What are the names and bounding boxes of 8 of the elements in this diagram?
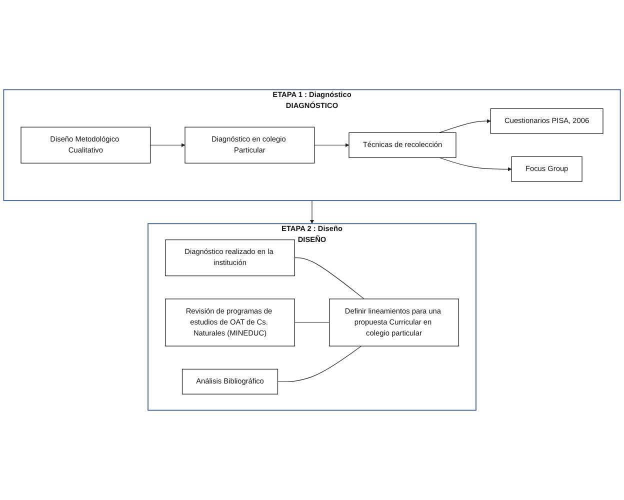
arrow bbox=[310, 200, 314, 224]
arrow bbox=[438, 119, 491, 133]
arrow bbox=[150, 143, 186, 148]
arrow bbox=[314, 143, 350, 148]
connector bbox=[294, 258, 364, 300]
connector bbox=[277, 346, 362, 382]
arrow bbox=[438, 157, 512, 172]
connector bbox=[294, 322, 330, 323]
